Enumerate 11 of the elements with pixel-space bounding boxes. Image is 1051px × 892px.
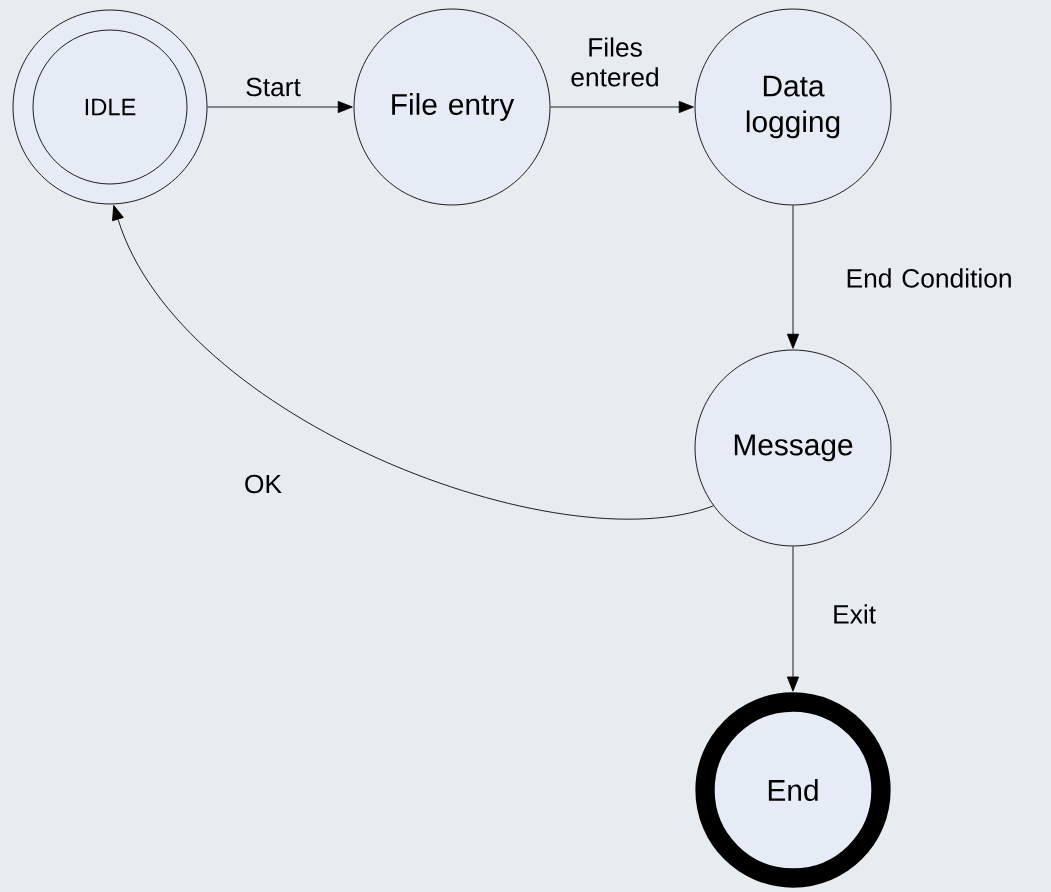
edge-label: Exit (834, 604, 876, 624)
edge-label: Start (246, 77, 301, 97)
arrow (786, 545, 800, 692)
arrow (207, 100, 353, 114)
edge-label: OK (245, 474, 282, 494)
edge-label: Files entered (571, 37, 658, 87)
arrow (786, 204, 800, 349)
edge-label: End Condition (847, 268, 1011, 288)
double-circle-state: IDLE (12, 9, 208, 205)
arrow (112, 205, 714, 520)
arrow (549, 100, 694, 114)
